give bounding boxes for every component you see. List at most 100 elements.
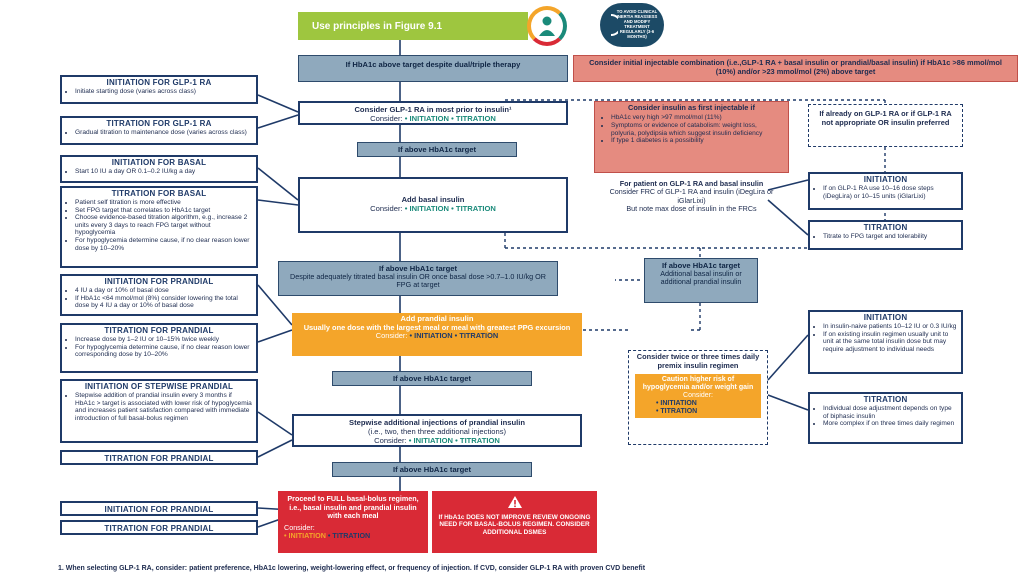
stepwise-box: Stepwise additional injections of prandi…: [292, 414, 582, 447]
if-above-hba1c-2: If above HbA1c target: [332, 371, 532, 386]
premix-caution: Caution higher risk of hypoglycemia and/…: [642, 376, 754, 392]
left-init-stepwise: INITIATION OF STEPWISE PRANDIAL Stepwise…: [60, 379, 258, 443]
left-titr-prandial-2-heading: TITRATION FOR PRANDIAL: [104, 454, 214, 463]
left-init-stepwise-heading: INITIATION OF STEPWISE PRANDIAL: [84, 382, 234, 391]
left-titr-prandial-heading: TITRATION FOR PRANDIAL: [104, 326, 214, 335]
if-above-hba1c-3: If above HbA1c target: [332, 462, 532, 477]
left-titr-basal-item: Set FPG target that correlates to HbA1c …: [75, 207, 252, 215]
left-titr-prandial: TITRATION FOR PRANDIAL Increase dose by …: [60, 323, 258, 373]
add-basal-sub: Consider: • INITIATION • TITRATION: [304, 204, 562, 213]
if-above-hba1c-2-text: If above HbA1c target: [392, 374, 472, 383]
left-titr-prandial-2: TITRATION FOR PRANDIAL: [60, 450, 258, 465]
left-init-prandial-3: INITIATION FOR PRANDIAL: [60, 501, 258, 516]
consider-glp1-box: Consider GLP-1 RA in most prior to insul…: [298, 101, 568, 125]
left-titr-glp1-heading: TITRATION FOR GLP-1 RA: [106, 119, 212, 128]
despite-basal-body: Despite adequately titrated basal insuli…: [290, 272, 546, 290]
insulin-first-item: If type 1 diabetes is a possibility: [611, 137, 782, 145]
add-prandial-sub: Consider: • INITIATION • TITRATION: [298, 331, 576, 341]
right-titration-2-heading: TITRATION: [863, 395, 908, 404]
hba1c-despite-therapy-box: If HbA1c above target despite dual/tripl…: [298, 55, 568, 82]
premix-caution-box: Caution higher risk of hypoglycemia and/…: [635, 374, 761, 419]
warning-box: If HbA1c DOES NOT IMPROVE REVIEW ONGOING…: [432, 491, 597, 553]
left-titr-basal: TITRATION FOR BASAL Patient self titrati…: [60, 186, 258, 268]
despite-basal-head: If above HbA1c target: [378, 264, 458, 273]
add-prandial-body: Usually one dose with the largest meal o…: [303, 322, 571, 332]
footnote: 1. When selecting GLP-1 RA, consider: pa…: [58, 565, 646, 572]
person-icon: [527, 6, 567, 46]
left-init-basal: INITIATION FOR BASAL Start 10 IU a day O…: [60, 155, 258, 183]
right-initiation-1: INITIATION If on GLP-1 RA use 10–16 dose…: [808, 172, 963, 210]
if-above-hba1c-1: If above HbA1c target: [357, 142, 517, 157]
right-titration-1: TITRATION Titrate to FPG target and tole…: [808, 220, 963, 250]
use-principles-banner: Use principles in Figure 9.1: [298, 12, 528, 40]
insulin-first-title: Consider insulin as first injectable if: [628, 103, 755, 112]
right-titration-1-item: Titrate to FPG target and tolerability: [823, 233, 957, 241]
already-glp1-text: If already on GLP-1 RA or if GLP-1 RA no…: [819, 109, 952, 127]
left-titr-basal-item: For hypoglycemia determine cause, if no …: [75, 237, 252, 252]
titration-link[interactable]: • TITRATION: [327, 531, 371, 541]
full-basal-bolus-sub: Consider: • INITIATION • TITRATION: [284, 522, 422, 541]
left-init-glp1-heading: INITIATION FOR GLP-1 RA: [106, 78, 212, 87]
add-basal-box: Add basal insulin Consider: • INITIATION…: [298, 177, 568, 233]
additional-basal-head: If above HbA1c target: [661, 261, 741, 270]
left-titr-glp1-item: Gradual titration to maintenance dose (v…: [75, 129, 252, 137]
consider-label: Consider:: [284, 522, 315, 532]
initial-injectable-box: Consider initial injectable combination …: [573, 55, 1018, 82]
initial-injectable-text: Consider initial injectable combination …: [589, 58, 1002, 76]
initiation-link[interactable]: • INITIATION: [404, 114, 450, 123]
consider-glp1-title: Consider GLP-1 RA in most prior to insul…: [354, 105, 512, 114]
initiation-link[interactable]: • INITIATION: [408, 436, 454, 445]
initiation-link[interactable]: • INITIATION: [409, 331, 453, 341]
left-titr-prandial-3-heading: TITRATION FOR PRANDIAL: [104, 524, 214, 533]
use-principles-text: Use principles in Figure 9.1: [312, 21, 443, 32]
insulin-first-box: Consider insulin as first injectable if …: [594, 101, 789, 173]
left-init-prandial-item: If HbA1c <64 mmol/mol (8%) consider lowe…: [75, 295, 252, 310]
additional-basal-body: Additional basal insulin or additional p…: [660, 269, 742, 287]
stepwise-title: Stepwise additional injections of prandi…: [349, 418, 525, 427]
left-init-basal-heading: INITIATION FOR BASAL: [111, 158, 207, 167]
additional-basal-box: If above HbA1c target Additional basal i…: [644, 258, 758, 303]
left-titr-basal-item: Choose evidence-based titration algorith…: [75, 214, 252, 237]
left-init-glp1: INITIATION FOR GLP-1 RA Initiate startin…: [60, 75, 258, 104]
premix-titration[interactable]: • TITRATION: [656, 408, 698, 416]
right-titration-2: TITRATION Individual dose adjustment dep…: [808, 392, 963, 444]
titration-link[interactable]: • TITRATION: [455, 436, 500, 445]
left-init-stepwise-item: Stepwise addition of prandial insulin ev…: [75, 392, 252, 422]
titration-link[interactable]: • TITRATION: [451, 204, 496, 213]
titration-link[interactable]: • TITRATION: [451, 114, 496, 123]
stepwise-sub: Consider: • INITIATION • TITRATION: [298, 436, 576, 445]
frc-box: For patient on GLP-1 RA and basal insuli…: [594, 178, 789, 234]
add-prandial-title: Add prandial insulin: [400, 314, 474, 323]
if-above-hba1c-3-text: If above HbA1c target: [392, 465, 472, 474]
frc-title: For patient on GLP-1 RA and basal insuli…: [619, 179, 764, 188]
titration-link[interactable]: • TITRATION: [454, 331, 499, 341]
left-titr-basal-item: Patient self titration is more effective: [75, 199, 252, 207]
left-titr-glp1: TITRATION FOR GLP-1 RA Gradual titration…: [60, 116, 258, 145]
right-initiation-2: INITIATION In insulin-naive patients 10–…: [808, 310, 963, 374]
left-init-prandial: INITIATION FOR PRANDIAL 4 IU a day or 10…: [60, 274, 258, 316]
left-titr-prandial-item: For hypoglycemia determine cause, if no …: [75, 344, 252, 359]
right-initiation-1-heading: INITIATION: [863, 175, 908, 184]
initiation-link[interactable]: • INITIATION: [404, 204, 450, 213]
frc-body: Consider FRC of GLP-1 RA and insulin (iD…: [609, 187, 774, 205]
right-titration-2-item: More complex if on three times daily reg…: [823, 420, 957, 428]
left-init-prandial-item: 4 IU a day or 10% of basal dose: [75, 287, 252, 295]
left-init-basal-item: Start 10 IU a day OR 0.1–0.2 IU/kg a day: [75, 168, 252, 176]
consider-glp1-sub: Consider: • INITIATION • TITRATION: [302, 114, 564, 123]
initiation-link[interactable]: • INITIATION: [284, 531, 326, 541]
right-initiation-2-heading: INITIATION: [863, 313, 908, 322]
insulin-first-item: Symptoms or evidence of catabolism: weig…: [611, 122, 782, 137]
premix-consider: Consider:: [683, 392, 713, 400]
full-basal-bolus-box: Proceed to FULL basal-bolus regimen, i.e…: [278, 491, 428, 553]
consider-label: Consider:: [370, 204, 403, 213]
reassess-badge: TO AVOID CLINICAL INERTIA REASSESS AND M…: [600, 3, 664, 47]
consider-label: Consider:: [375, 331, 408, 341]
despite-basal-box: If above HbA1c target Despite adequately…: [278, 261, 558, 296]
add-prandial-box: Add prandial insulin Usually one dose wi…: [292, 313, 582, 356]
right-initiation-1-item: If on GLP-1 RA use 10–16 dose steps (iDe…: [823, 185, 957, 200]
clock-icon: [610, 14, 618, 36]
premix-initiation[interactable]: • INITIATION: [656, 400, 697, 408]
stepwise-sub1: (i.e., two, then three additional inject…: [367, 427, 507, 436]
insulin-first-item: HbA1c very high >97 mmol/mol (11%): [611, 114, 782, 122]
consider-label: Consider:: [370, 114, 403, 123]
